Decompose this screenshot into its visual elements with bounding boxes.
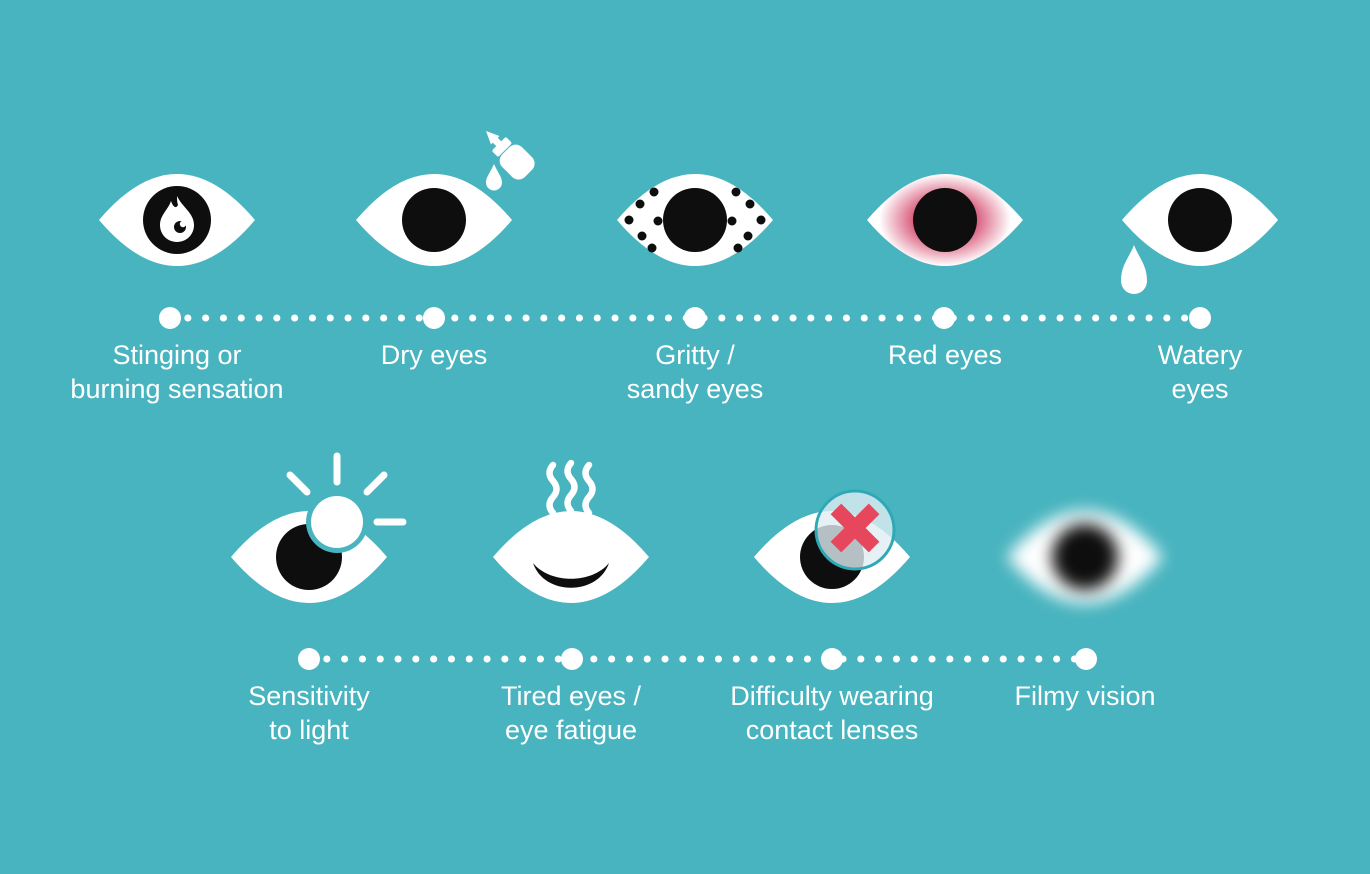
symptom-label: Stinging or burning sensation xyxy=(70,340,284,404)
timeline-dots-row-2 xyxy=(298,648,1097,670)
light-sensitivity-eye-icon xyxy=(231,452,407,603)
droplet-icon xyxy=(486,164,502,191)
symptom-gritty-sandy: Gritty / sandy eyes xyxy=(555,125,835,425)
symptom-dry-eyes: Dry eyes xyxy=(294,125,574,425)
gritty-eye-icon xyxy=(617,174,773,266)
symptom-label: Tired eyes / eye fatigue xyxy=(500,681,642,745)
symptom-label: Red eyes xyxy=(887,340,1003,370)
contact-lens-eye-icon xyxy=(754,489,910,603)
timeline-dots-row-1 xyxy=(159,307,1211,329)
steam-lines-icon xyxy=(546,459,596,517)
cross-x-icon xyxy=(830,503,880,553)
tear-drop-icon xyxy=(1121,245,1147,294)
symptom-label: Difficulty wearing contact lenses xyxy=(730,681,934,745)
dropper-bottle-icon xyxy=(486,131,535,180)
symptom-label: Filmy vision xyxy=(1014,681,1156,711)
sun-icon xyxy=(286,452,407,553)
symptom-filmy-vision: Filmy vision xyxy=(945,439,1225,749)
eye-drops-eye-icon xyxy=(356,131,535,266)
symptom-stinging-burning: Stinging or burning sensation xyxy=(37,125,317,425)
filmy-vision-eye-icon xyxy=(1007,511,1163,603)
symptom-light-sensitivity: Sensitivity to light xyxy=(169,439,449,749)
tired-eye-icon xyxy=(493,459,649,603)
red-eye-icon xyxy=(867,174,1023,266)
burning-eye-icon xyxy=(99,174,255,266)
watery-eye-icon xyxy=(1121,174,1278,294)
symptom-label: Sensitivity to light xyxy=(248,681,370,745)
symptom-red-eyes: Red eyes xyxy=(805,125,1085,425)
symptom-label: Watery eyes xyxy=(1157,340,1243,404)
symptom-contact-lenses: Difficulty wearing contact lenses xyxy=(692,439,972,749)
symptom-tired-eyes: Tired eyes / eye fatigue xyxy=(431,439,711,749)
sand-dots xyxy=(624,187,766,253)
closed-eyelid-crescent xyxy=(533,563,609,588)
symptom-label: Gritty / sandy eyes xyxy=(626,340,764,404)
symptom-watery-eyes: Watery eyes xyxy=(1060,125,1340,425)
symptom-label: Dry eyes xyxy=(380,340,488,370)
